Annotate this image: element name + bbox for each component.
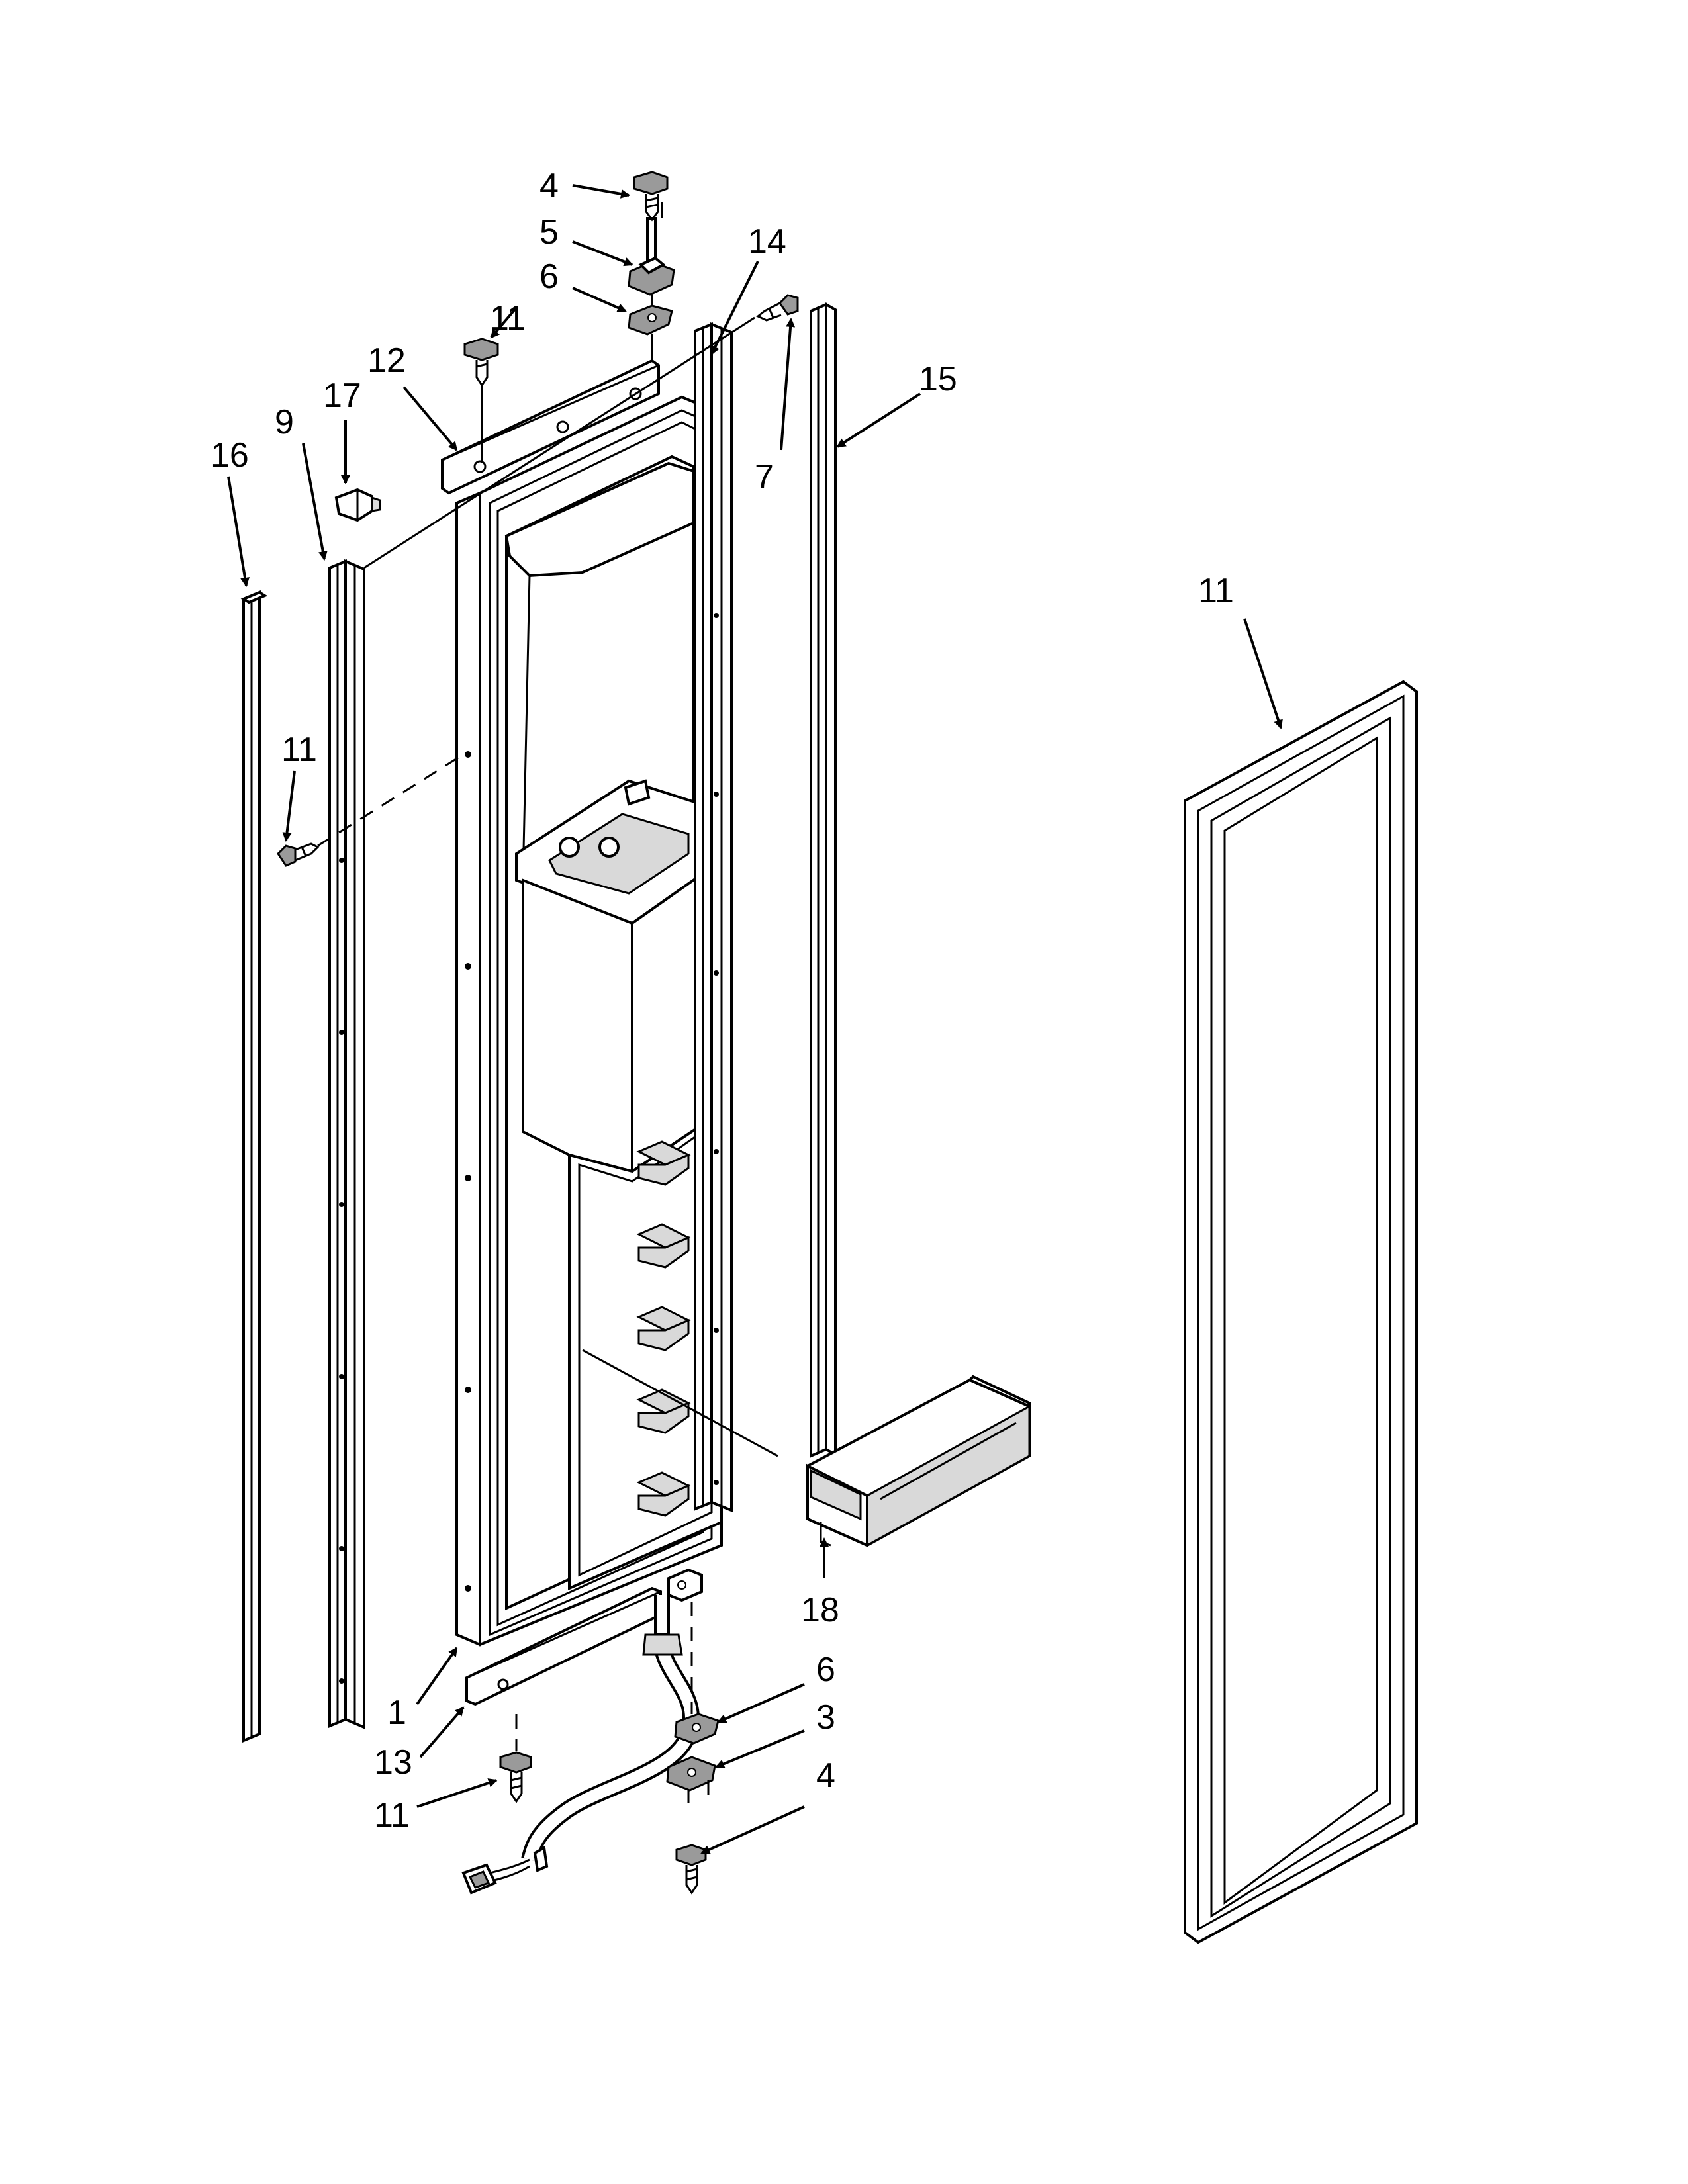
callout-14: 14 xyxy=(748,222,786,261)
part-4-screw-top xyxy=(633,171,669,222)
callout-15: 15 xyxy=(919,360,957,398)
callout-6-top: 6 xyxy=(539,257,559,296)
part-14-trim-channel xyxy=(694,322,733,1512)
callout-17: 17 xyxy=(323,377,361,415)
water-tube xyxy=(521,1595,700,1862)
callout-3: 3 xyxy=(816,1698,835,1737)
callout-4-top: 4 xyxy=(539,167,559,205)
callout-18: 18 xyxy=(801,1591,839,1629)
bin-ledges xyxy=(636,1140,691,1517)
callout-11-left: 11 xyxy=(281,731,317,769)
callout-7: 11 xyxy=(1198,572,1234,610)
part-7-door-gasket xyxy=(1184,680,1418,1944)
callout-leaders xyxy=(227,184,1283,1854)
part-18-door-bin xyxy=(806,1375,1031,1548)
part-11-screw-right xyxy=(756,294,799,322)
part-9-trim-channel xyxy=(328,559,365,1730)
callout-13: 13 xyxy=(374,1743,412,1782)
callout-11-bottom: 11 xyxy=(374,1796,410,1835)
callout-6-bottom: 6 xyxy=(816,1651,835,1689)
part-6-hinge-shim-top xyxy=(628,304,673,336)
callout-11-right: 7 xyxy=(755,458,774,496)
callout-1: 1 xyxy=(387,1694,406,1732)
part-4-screw-bottom xyxy=(675,1844,707,1895)
callout-labels: 4 5 6 14 11 12 17 9 16 11 15 7 11 18 6 3… xyxy=(211,167,1234,1835)
reference-lines xyxy=(317,202,778,1751)
callout-16: 16 xyxy=(211,436,249,475)
part-15-trim-strip xyxy=(810,302,837,1459)
bottom-hinge-plate xyxy=(667,1568,703,1602)
part-1-door-assembly xyxy=(455,395,723,1647)
callout-12: 12 xyxy=(367,341,406,380)
part-3-bottom-hinge xyxy=(666,1756,716,1803)
part-11-screw-top xyxy=(463,338,499,387)
part-5-top-hinge xyxy=(628,217,675,296)
callout-9: 9 xyxy=(275,403,294,441)
part-16-trim-strip xyxy=(240,590,268,1743)
wire-connector xyxy=(461,1845,549,1895)
callout-5: 5 xyxy=(539,213,559,251)
part-11-screw-bottom xyxy=(499,1751,532,1803)
callout-11-top: 11 xyxy=(490,299,526,338)
part-6-hinge-shim-bottom xyxy=(674,1713,720,1745)
callout-4-bottom: 4 xyxy=(816,1756,835,1795)
part-11-screw-left xyxy=(277,842,320,867)
part-17-clip xyxy=(334,488,381,522)
